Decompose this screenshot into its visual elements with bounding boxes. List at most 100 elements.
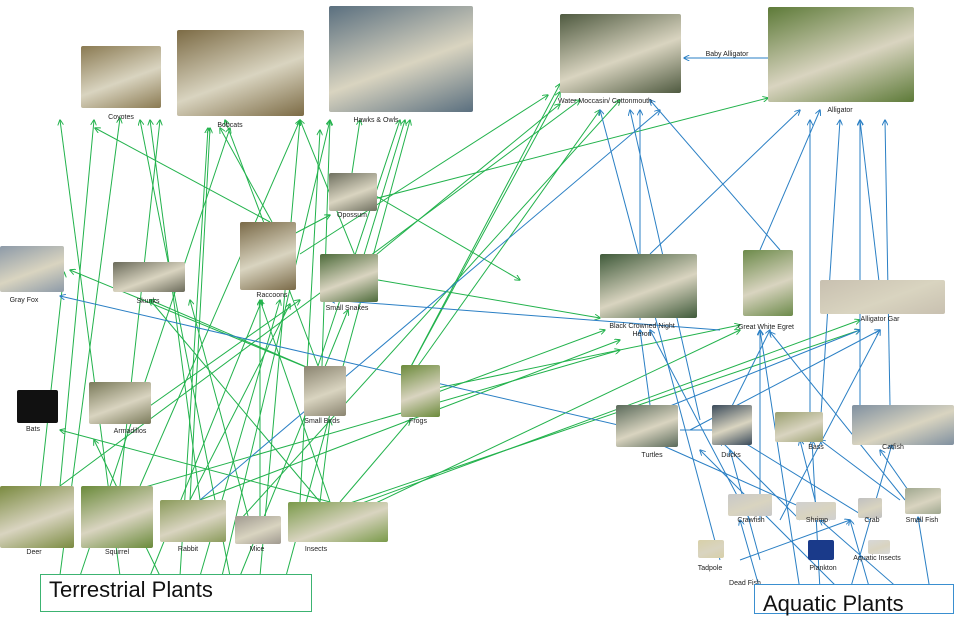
aquatic-arrow-63 — [700, 450, 841, 591]
baby-alligator-label: Baby Alligator — [705, 51, 749, 58]
terrestrial-arrow-43 — [299, 95, 548, 255]
rabbit-label: Rabbit — [177, 546, 199, 553]
tadpole-photo — [698, 540, 724, 558]
aquatic-arrow-78 — [729, 330, 770, 411]
terrestrial-arrow-29 — [317, 120, 400, 367]
raccoons-photo — [240, 222, 296, 290]
rabbit-photo — [160, 500, 226, 542]
terrestrial-arrow-46 — [369, 98, 768, 201]
aquatic-arrow-56 — [760, 330, 801, 591]
coyotes-photo — [81, 46, 161, 108]
insects-photo — [288, 502, 388, 542]
terrestrial-arrow-13 — [39, 272, 64, 491]
hawks-owls-label: Hawks & Owls — [353, 117, 399, 124]
terrestrial-arrow-33 — [417, 325, 740, 393]
terrestrial-arrow-41 — [220, 128, 273, 223]
crawfish-label: Crawfish — [737, 517, 765, 524]
coyotes-label: Coyotes — [108, 114, 134, 121]
terrestrial-arrow-39 — [377, 279, 600, 318]
terrestrial-arrow-25 — [150, 300, 321, 503]
mice-label: Mice — [249, 546, 265, 553]
insects-label: Insects — [304, 546, 328, 553]
aquatic-arrow-77 — [659, 330, 860, 411]
shrimp-label: Shrimp — [805, 517, 829, 524]
terrestrial-plants-label: Terrestrial Plants — [49, 577, 213, 602]
terrestrial-arrow-18 — [190, 300, 249, 517]
armadillos-label: Armadillos — [113, 428, 147, 435]
gray-fox-label: Gray Fox — [9, 297, 39, 304]
aquatic-arrow-62 — [740, 520, 761, 591]
skunks-photo — [113, 262, 185, 292]
water-moccasin-photo — [560, 14, 681, 93]
terrestrial-arrow-49 — [299, 330, 860, 521]
terrestrial-arrow-14 — [119, 120, 160, 487]
terrestrial-arrow-24 — [60, 430, 331, 503]
aquatic-arrow-89 — [650, 100, 781, 251]
raccoons-label: Raccoons — [256, 292, 288, 299]
aquatic-plants-box: Aquatic Plants — [754, 584, 954, 616]
alligator-gar-photo — [820, 280, 945, 314]
opossum-photo — [329, 173, 377, 211]
opossum-label: Opossum — [337, 212, 367, 219]
aquatic-arrow-81 — [885, 120, 891, 406]
ducks-label: Ducks — [721, 452, 741, 459]
terrestrial-arrow-51 — [315, 320, 860, 521]
plankton-photo — [808, 540, 834, 560]
terrestrial-arrow-10 — [285, 120, 410, 577]
crab-label: Crab — [864, 517, 880, 524]
black-crowned-night-heron-photo — [600, 254, 697, 318]
alligator-gar-label: Alligator Gar — [860, 316, 900, 323]
catfish-label: Catfish — [882, 444, 904, 451]
aquatic-arrow-86 — [759, 110, 820, 251]
terrestrial-arrow-9 — [259, 120, 300, 577]
black-crowned-night-heron-label: Black Crowned Night Heron — [609, 323, 675, 338]
aquatic-arrow-76 — [640, 330, 651, 406]
alligator-photo — [768, 7, 914, 102]
terrestrial-arrow-23 — [339, 420, 410, 503]
squirrel-photo — [81, 486, 153, 548]
turtles-photo — [616, 405, 678, 447]
terrestrial-plants-box: Terrestrial Plants — [40, 574, 312, 612]
terrestrial-arrow-55 — [239, 100, 620, 521]
terrestrial-arrow-40 — [95, 128, 271, 223]
aquatic-arrow-84 — [860, 120, 881, 291]
terrestrial-arrow-54 — [199, 340, 620, 501]
aquatic-insects-photo — [868, 540, 890, 554]
armadillos-photo — [89, 382, 151, 424]
aquatic-insects-label: Aquatic Insects — [853, 555, 901, 562]
turtles-label: Turtles — [641, 452, 663, 459]
alligator-label: Alligator — [827, 107, 853, 114]
small-snakes-photo — [320, 254, 378, 302]
terrestrial-arrow-21 — [299, 130, 320, 503]
great-white-egret-label: Great White Egret — [737, 324, 795, 331]
plankton-label: Plankton — [809, 565, 837, 572]
bobcats-label: Bobcats — [217, 122, 243, 129]
aquatic-arrow-70 — [740, 440, 871, 521]
terrestrial-arrow-26 — [70, 270, 319, 373]
terrestrial-arrow-35 — [407, 92, 560, 373]
terrestrial-arrow-38 — [359, 104, 560, 269]
crawfish-photo — [728, 494, 772, 516]
terrestrial-arrow-45 — [375, 195, 520, 280]
terrestrial-arrow-15 — [139, 120, 300, 487]
aquatic-arrow-71 — [820, 440, 901, 501]
terrestrial-arrow-31 — [407, 84, 560, 373]
great-white-egret-photo — [743, 250, 793, 316]
deer-photo — [0, 486, 74, 548]
aquatic-plants-label: Aquatic Plants — [763, 591, 904, 616]
small-fish-label: Small Fish — [905, 517, 939, 524]
terrestrial-arrow-53 — [189, 304, 290, 501]
terrestrial-arrow-50 — [339, 330, 740, 521]
terrestrial-arrow-37 — [359, 120, 405, 269]
gray-fox-photo — [0, 246, 64, 292]
aquatic-arrow-90 — [600, 110, 721, 561]
bass-label: Bass — [808, 444, 824, 451]
aquatic-arrow-66 — [779, 330, 880, 521]
terrestrial-arrow-52 — [129, 300, 300, 421]
ducks-photo — [712, 405, 752, 445]
small-birds-photo — [304, 366, 346, 416]
bobcats-photo — [177, 30, 304, 116]
terrestrial-arrow-12 — [59, 120, 94, 487]
skunks-label: Skunks — [136, 298, 160, 305]
